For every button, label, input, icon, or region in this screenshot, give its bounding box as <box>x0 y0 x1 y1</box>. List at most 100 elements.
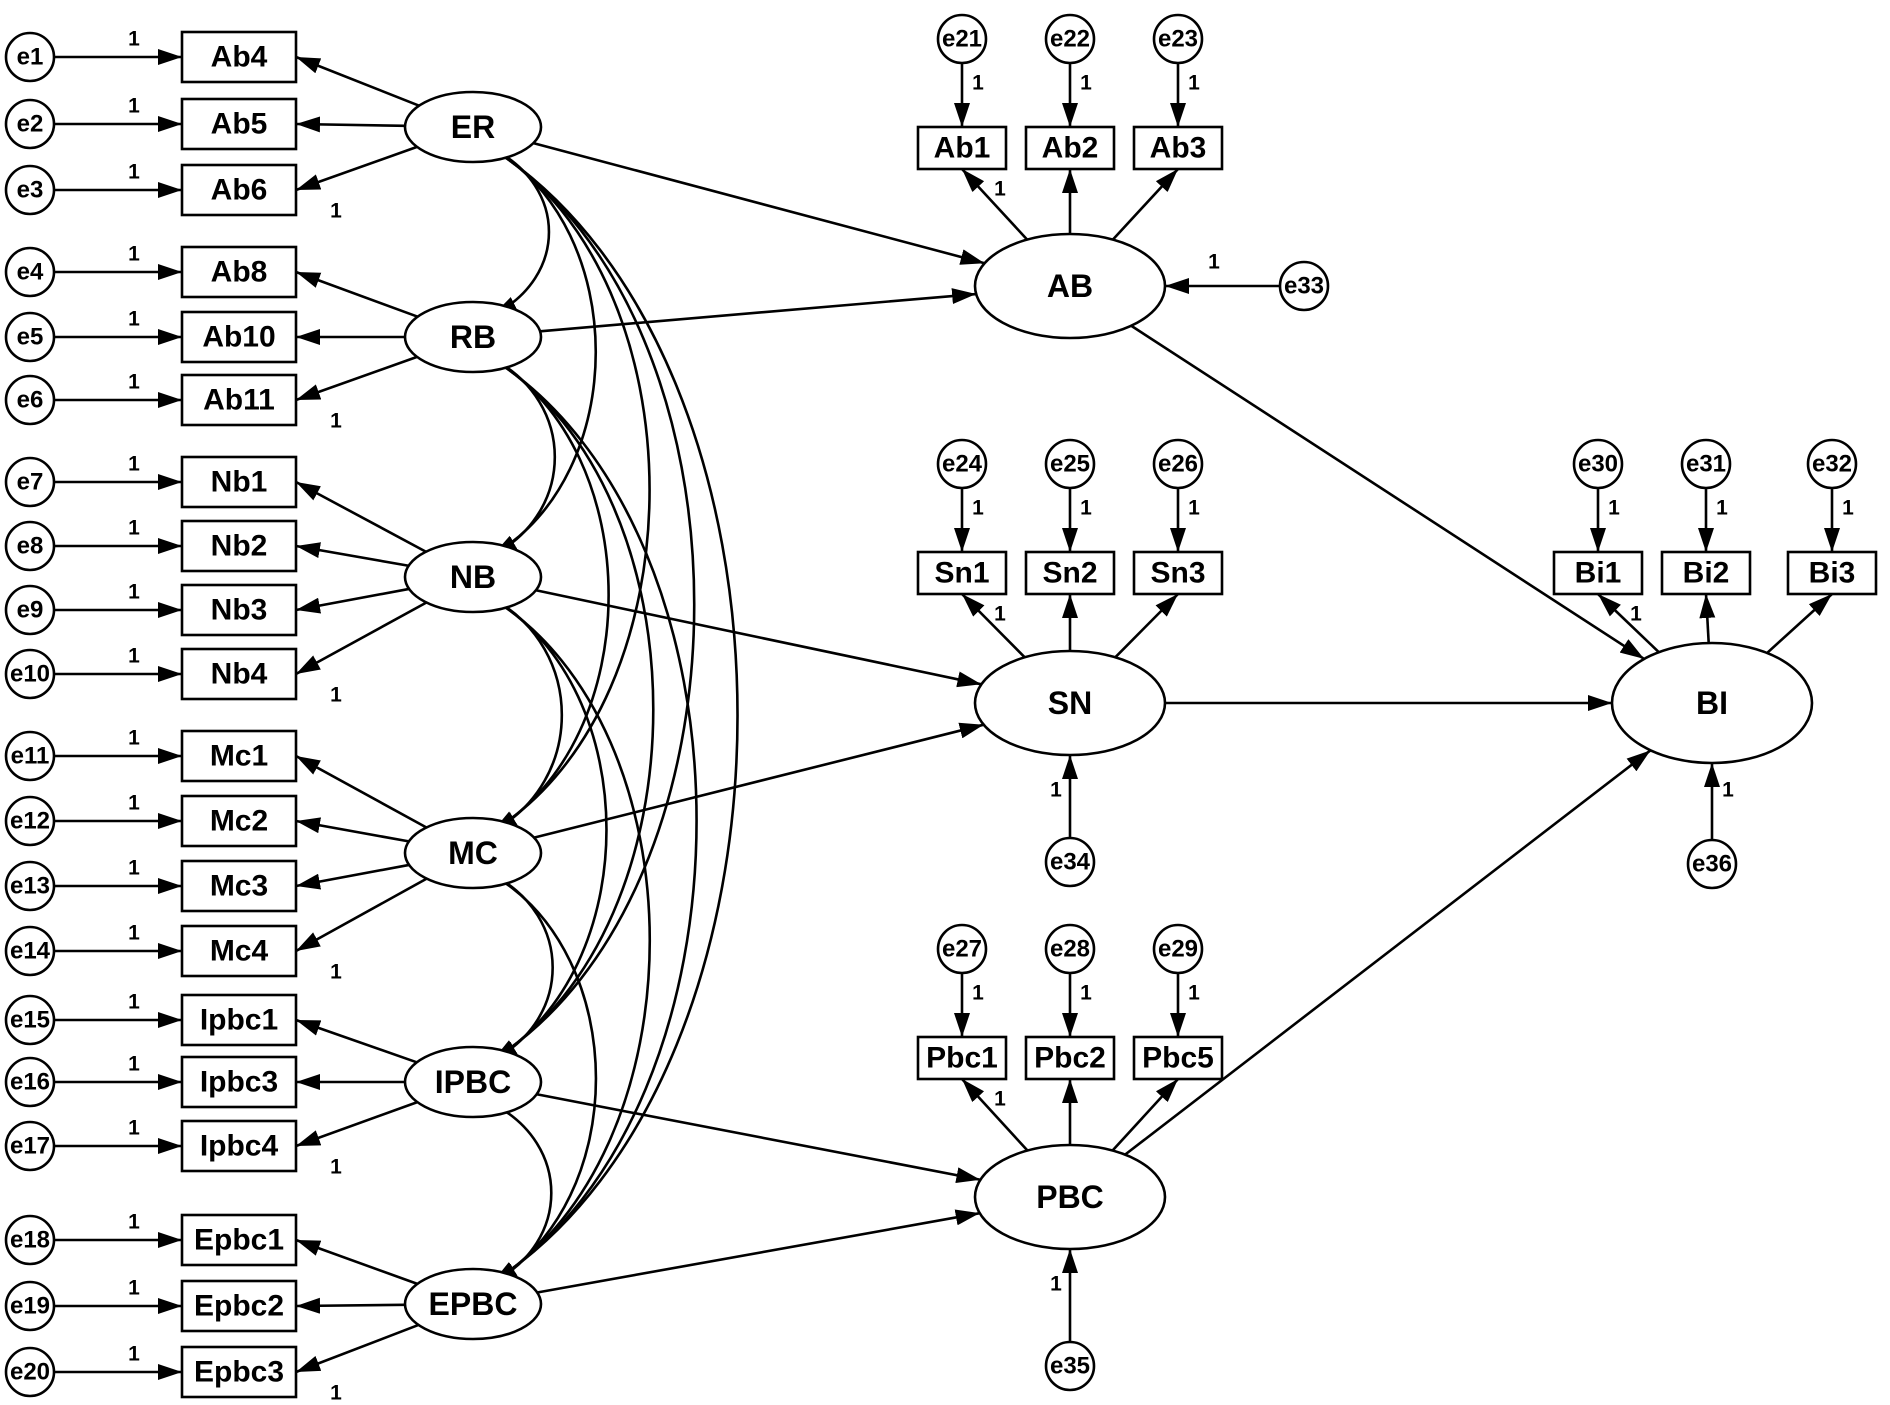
error-e17[interactable]: e17 <box>4 1120 56 1172</box>
indicator-nb4[interactable]: Nb4 <box>180 647 298 701</box>
error-e27[interactable]: e27 <box>936 923 988 975</box>
indicator-mc3-shape <box>180 859 298 913</box>
indicator-nb3[interactable]: Nb3 <box>180 583 298 637</box>
indicator-ipbc3[interactable]: Ipbc3 <box>180 1055 298 1109</box>
error-e32-label: e32 <box>1812 451 1852 478</box>
error-weight-e27: 1 <box>972 982 984 1005</box>
indicator-epbc3[interactable]: Epbc3 <box>180 1345 298 1399</box>
indicator-ipbc4[interactable]: Ipbc4 <box>180 1119 298 1173</box>
indicator-ipbc1[interactable]: Ipbc1 <box>180 993 298 1047</box>
indicator-mc3[interactable]: Mc3 <box>180 859 298 913</box>
error-e31-label: e31 <box>1686 451 1726 478</box>
error-e36[interactable]: e36 <box>1686 838 1738 890</box>
error-weight-e34: 1 <box>1050 779 1062 802</box>
indicator-bi3[interactable]: Bi3 <box>1786 550 1878 596</box>
error-e12[interactable]: e12 <box>4 795 56 847</box>
error-e23[interactable]: e23 <box>1152 13 1204 65</box>
indicator-pbc5[interactable]: Pbc5 <box>1132 1035 1224 1081</box>
loading-bi-to-bi2 <box>1699 593 1716 644</box>
error-e32[interactable]: e32 <box>1806 438 1858 490</box>
latent-mc[interactable]: MC <box>403 816 543 890</box>
loading-nb-to-nb2 <box>295 542 409 568</box>
latent-sn[interactable]: SN <box>973 649 1167 757</box>
error-weight-e30: 1 <box>1608 497 1620 520</box>
error-e6[interactable]: e6 <box>4 374 56 426</box>
error-e16[interactable]: e16 <box>4 1056 56 1108</box>
latent-pbc[interactable]: PBC <box>973 1143 1167 1251</box>
error-e25[interactable]: e25 <box>1044 438 1096 490</box>
indicator-ab8[interactable]: Ab8 <box>180 245 298 299</box>
error-e2[interactable]: e2 <box>4 98 56 150</box>
latent-nb[interactable]: NB <box>403 540 543 614</box>
indicator-nb2[interactable]: Nb2 <box>180 519 298 573</box>
loading-sn-to-sn1 <box>961 593 1026 659</box>
indicator-nb1[interactable]: Nb1 <box>180 455 298 509</box>
error-e33[interactable]: e33 <box>1278 260 1330 312</box>
error-e13[interactable]: e13 <box>4 860 56 912</box>
indicator-epbc1[interactable]: Epbc1 <box>180 1213 298 1267</box>
error-e8[interactable]: e8 <box>4 520 56 572</box>
error-e4[interactable]: e4 <box>4 246 56 298</box>
indicator-pbc2[interactable]: Pbc2 <box>1024 1035 1116 1081</box>
indicator-pbc1[interactable]: Pbc1 <box>916 1035 1008 1081</box>
loading-pbc-to-pbc5 <box>1111 1078 1179 1152</box>
error-e11[interactable]: e11 <box>4 730 56 782</box>
latent-er-label: ER <box>451 109 495 145</box>
error-e15[interactable]: e15 <box>4 994 56 1046</box>
indicator-sn3[interactable]: Sn3 <box>1132 550 1224 596</box>
error-e30[interactable]: e30 <box>1572 438 1624 490</box>
error-e14[interactable]: e14 <box>4 925 56 977</box>
latent-rb[interactable]: RB <box>403 300 543 374</box>
latent-bi[interactable]: BI <box>1610 641 1814 765</box>
indicator-bi2-label: Bi2 <box>1683 557 1730 590</box>
error-e29[interactable]: e29 <box>1152 923 1204 975</box>
error-e22[interactable]: e22 <box>1044 13 1096 65</box>
indicator-mc2[interactable]: Mc2 <box>180 794 298 848</box>
latent-ipbc[interactable]: IPBC <box>403 1045 543 1119</box>
latent-epbc[interactable]: EPBC <box>403 1267 543 1341</box>
indicator-ab4[interactable]: Ab4 <box>180 30 298 84</box>
error-e5[interactable]: e5 <box>4 311 56 363</box>
error-e2-label: e2 <box>17 111 44 138</box>
error-e22-label: e22 <box>1050 26 1090 53</box>
error-e19[interactable]: e19 <box>4 1280 56 1332</box>
error-e18[interactable]: e18 <box>4 1214 56 1266</box>
indicator-ab10[interactable]: Ab10 <box>180 310 298 364</box>
indicator-bi1[interactable]: Bi1 <box>1552 550 1644 596</box>
error-e35[interactable]: e35 <box>1044 1340 1096 1392</box>
indicator-ab2[interactable]: Ab2 <box>1024 125 1116 171</box>
error-e24[interactable]: e24 <box>936 438 988 490</box>
indicator-ab5[interactable]: Ab5 <box>180 97 298 151</box>
error-e26[interactable]: e26 <box>1152 438 1204 490</box>
indicator-pbc1-label: Pbc1 <box>926 1042 998 1075</box>
indicator-bi2[interactable]: Bi2 <box>1660 550 1752 596</box>
covariance-rb-ipbc <box>472 346 655 1062</box>
indicator-ab1[interactable]: Ab1 <box>916 125 1008 171</box>
error-e21[interactable]: e21 <box>936 13 988 65</box>
error-e28[interactable]: e28 <box>1044 923 1096 975</box>
indicator-epbc2-label: Epbc2 <box>194 1290 284 1323</box>
latent-ab[interactable]: AB <box>973 232 1167 340</box>
latent-er[interactable]: ER <box>403 90 543 164</box>
error-weight-e19: 1 <box>128 1277 140 1300</box>
error-e10[interactable]: e10 <box>4 648 56 700</box>
indicator-mc4[interactable]: Mc4 <box>180 924 298 978</box>
indicator-ab3-label: Ab3 <box>1150 132 1207 165</box>
indicator-ipbc4-shape <box>180 1119 298 1173</box>
covariance-rb-epbc <box>472 346 698 1284</box>
indicator-ab3[interactable]: Ab3 <box>1132 125 1224 171</box>
error-e1[interactable]: e1 <box>4 31 56 83</box>
error-e3[interactable]: e3 <box>4 164 56 216</box>
indicator-ab6[interactable]: Ab6 <box>180 163 298 217</box>
indicator-mc1[interactable]: Mc1 <box>180 729 298 783</box>
indicator-epbc2[interactable]: Epbc2 <box>180 1279 298 1333</box>
indicator-ab11[interactable]: Ab11 <box>180 373 298 427</box>
error-e34[interactable]: e34 <box>1044 836 1096 888</box>
indicator-sn2[interactable]: Sn2 <box>1024 550 1116 596</box>
error-e31[interactable]: e31 <box>1680 438 1732 490</box>
error-e7[interactable]: e7 <box>4 456 56 508</box>
error-e9[interactable]: e9 <box>4 584 56 636</box>
indicator-sn1[interactable]: Sn1 <box>916 550 1008 596</box>
error-e20[interactable]: e20 <box>4 1346 56 1398</box>
